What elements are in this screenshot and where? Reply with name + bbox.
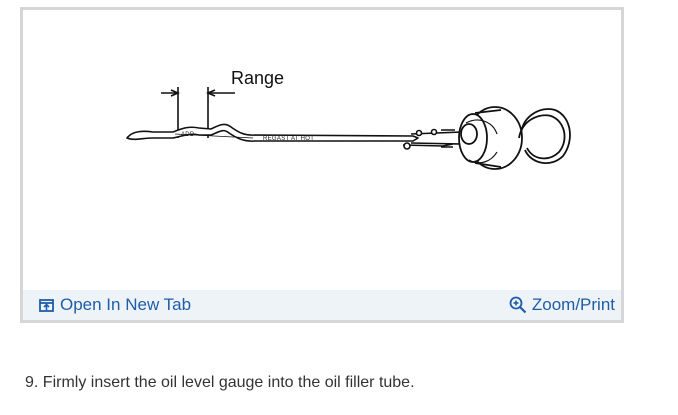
open-in-new-tab-link[interactable]: Open In New Tab: [37, 295, 191, 315]
dipstick-cap: [458, 106, 523, 170]
dipstick-blade: [126, 123, 419, 142]
range-label: Range: [231, 68, 284, 88]
dipstick-shaft: [402, 128, 464, 150]
step-caption: 9. Firmly insert the oil level gauge int…: [25, 374, 415, 391]
figure-card: Range ADD REGAST AT HOT: [20, 7, 624, 323]
zoom-print-link[interactable]: Zoom/Print: [509, 295, 615, 315]
dipstick-ring: [518, 108, 571, 164]
open-in-new-tab-icon: [37, 296, 55, 314]
zoom-in-icon: [509, 296, 527, 314]
dipstick-diagram[interactable]: Range ADD REGAST AT HOT: [23, 10, 621, 290]
zoom-print-label: Zoom/Print: [531, 295, 615, 314]
blade-stamp-add: ADD: [181, 132, 195, 138]
blade-stamp-hot: REGAST AT HOT: [263, 136, 314, 142]
figure-toolbar: Open In New Tab Zoom/Print: [23, 290, 621, 320]
open-in-new-tab-label: Open In New Tab: [60, 295, 192, 314]
